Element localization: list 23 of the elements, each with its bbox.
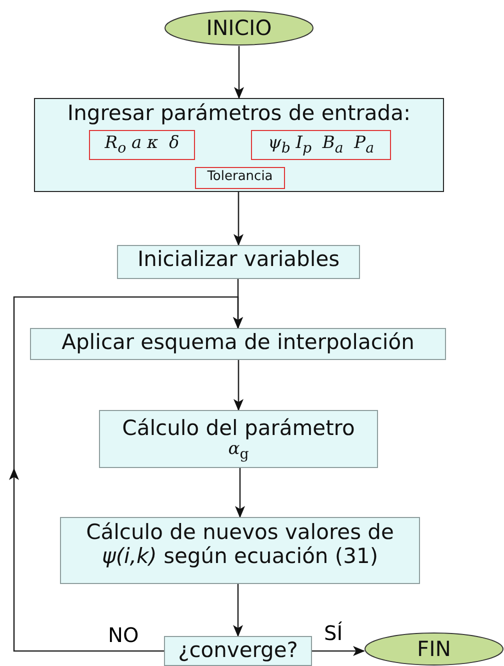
- arrow: [312, 646, 365, 656]
- process-box: Aplicar esquema de interpolación: [30, 328, 446, 360]
- process-box: [34, 98, 444, 192]
- arrow: [234, 46, 244, 99]
- parameter-symbol: α$_{g}$: [228, 440, 249, 462]
- terminal-ellipse: [164, 10, 314, 46]
- process-label: Ingresar parámetros de entrada:: [67, 101, 411, 126]
- process-box: Cálculo de nuevos valores de ψ(i,k) según ecuación (31): [60, 517, 420, 584]
- arrow: [234, 192, 244, 246]
- arrow: [235, 468, 245, 518]
- arrow: [234, 360, 244, 411]
- process-box: [99, 410, 378, 468]
- arrow: [9, 296, 243, 652]
- process-label: Cálculo del parámetro: [122, 416, 355, 440]
- parameter-box: Tolerancia: [195, 167, 285, 189]
- arrow: [233, 584, 243, 637]
- parameter-box: ψ$_{b}$ I$_{p}$ B$_{a}$ P$_{a}$: [251, 130, 391, 160]
- process-box: Inicializar variables: [117, 245, 360, 279]
- terminal-label: FIN: [417, 637, 451, 661]
- process-box: ¿converge?: [164, 636, 312, 666]
- terminal-ellipse: [364, 632, 504, 666]
- terminal-label: INICIO: [206, 16, 272, 40]
- parameter-box: R$_{o}$ a κ δ: [89, 130, 195, 160]
